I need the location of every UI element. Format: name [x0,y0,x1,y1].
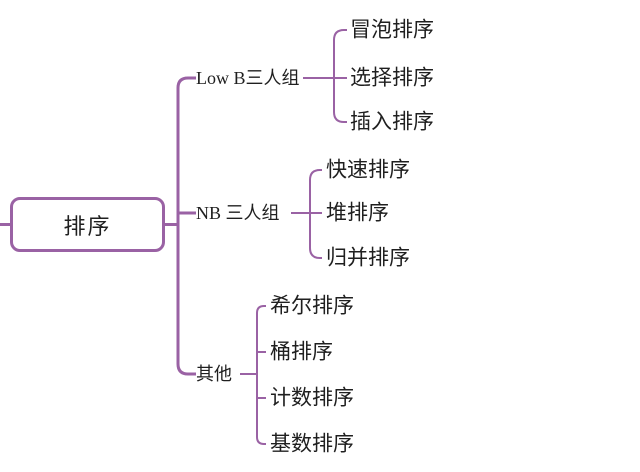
group2-spine [309,169,322,259]
branch-others[interactable]: 其他 [196,364,232,384]
main-spine [176,76,196,376]
leaf-selection-sort[interactable]: 选择排序 [350,65,434,90]
branch-low-b-trio[interactable]: Low B三人组 [196,68,300,88]
node-root-sorting[interactable]: 排序 [10,197,165,252]
leaf-shell-sort[interactable]: 希尔排序 [270,293,354,318]
leaf-radix-sort[interactable]: 基数排序 [270,431,354,456]
root-label: 排序 [63,213,112,239]
branch-nb-trio[interactable]: NB 三人组 [196,203,280,223]
group3-spine [256,305,266,445]
group1-spine [333,29,347,123]
leaf-merge-sort[interactable]: 归并排序 [326,245,410,270]
leaf-counting-sort[interactable]: 计数排序 [270,385,354,410]
leaf-heap-sort[interactable]: 堆排序 [326,200,389,225]
leaf-insertion-sort[interactable]: 插入排序 [350,109,434,134]
leaf-quick-sort[interactable]: 快速排序 [326,157,410,182]
leaf-bubble-sort[interactable]: 冒泡排序 [350,17,434,42]
leaf-bucket-sort[interactable]: 桶排序 [270,339,333,364]
